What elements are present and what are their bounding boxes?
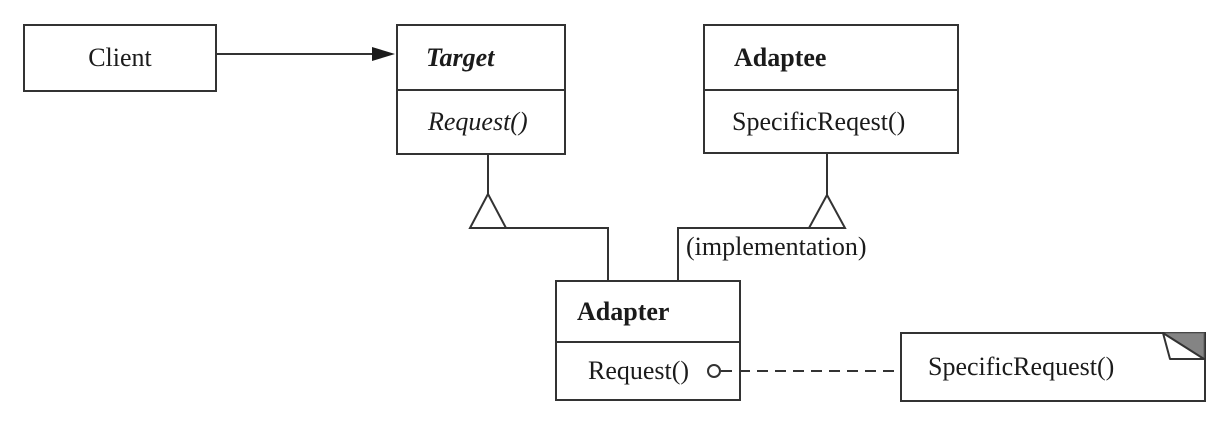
class-box-client: Client [23, 24, 217, 92]
generalization-triangle-icon-target [468, 191, 508, 229]
implementation-label: (implementation) [686, 232, 867, 261]
class-name-adaptee: Adaptee [705, 26, 957, 91]
class-name-client: Client [88, 43, 152, 72]
class-method-adaptee-specificreqest: SpecificReqest() [732, 106, 906, 136]
note-text: SpecificRequest() [928, 352, 1115, 381]
uml-note-box: SpecificRequest() [900, 332, 1206, 402]
association-arrowhead-icon [372, 47, 395, 61]
class-name-adapter: Adapter [557, 282, 739, 343]
class-name-target: Target [398, 26, 564, 91]
class-method-target-request: Request() [428, 107, 528, 136]
class-method-adapter-request: Request() [588, 356, 690, 385]
target-generalization-elbow [470, 227, 609, 281]
generalization-triangle-icon-adaptee [807, 192, 847, 229]
class-box-adapter: Adapter Request() [555, 280, 741, 401]
class-box-target: Target Request() [396, 24, 566, 155]
class-box-adaptee: Adaptee SpecificReqest() [703, 24, 959, 154]
